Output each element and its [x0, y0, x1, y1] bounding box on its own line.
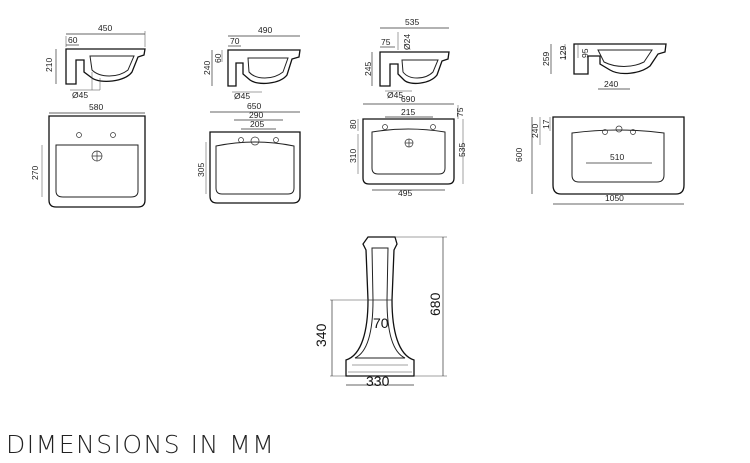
sink2-side-height: 240 [202, 61, 212, 75]
sink2-top-width: 650 [247, 101, 261, 111]
sink4-side-bowl: 95 [580, 48, 590, 58]
sink4-side-waste: 240 [604, 79, 618, 89]
sink3-side-height: 245 [363, 62, 373, 76]
sink2-top-outer-taps: 290 [249, 110, 263, 120]
sink2-side-offset: 70 [230, 36, 240, 46]
sink4-side-height: 259 [541, 52, 551, 66]
pedestal-height: 680 [427, 292, 443, 316]
sink3-top-total-depth: 535 [457, 143, 467, 157]
sink1-top-view: 580 210 270 [30, 102, 146, 208]
sink3-side-view: 535 75 Ø24 245 Ø45 [363, 17, 450, 100]
sink3-top-width: 690 [401, 94, 415, 104]
sink4-side-view: 259 129 95 240 [541, 43, 667, 90]
sink3-top-depth: 310 [348, 149, 358, 163]
sink3-top-back: 75 [455, 107, 465, 117]
sink2-top-view: 650 290 205 305 [196, 101, 301, 204]
sink3-top-bowl-width: 495 [398, 188, 412, 198]
sink3-side-offset: 75 [381, 37, 391, 47]
pedestal-view: 680 340 70 330 [313, 236, 447, 389]
sink2-side-rim: 60 [213, 53, 223, 63]
sink2-side-width: 490 [258, 25, 272, 35]
sink1-top-width: 580 [89, 102, 103, 112]
pedestal-neck: 70 [373, 315, 389, 331]
sink4-top-width: 1050 [605, 193, 624, 203]
sink3-side-tap-hole: Ø24 [402, 34, 412, 50]
sink4-top-depth: 600 [514, 148, 524, 162]
pedestal-base: 330 [366, 373, 390, 389]
sink3-top-view: 690 215 80 75 310 535 495 [348, 94, 467, 198]
dimensions-caption: DIMENSIONS IN MM [6, 430, 276, 459]
sink3-top-taps: 215 [401, 107, 415, 117]
sink1-side-height: 210 [44, 58, 54, 72]
sink1-side-width: 450 [98, 23, 112, 33]
sink1-side-offset: 60 [68, 35, 78, 45]
sink4-top-view: 1050 600 240 17 510 [514, 116, 685, 205]
sink3-side-width: 535 [405, 17, 419, 27]
sink4-side-rim: 129 [558, 46, 568, 60]
sink2-top-depth: 305 [196, 163, 206, 177]
sink1-side-hole: Ø45 [72, 90, 88, 100]
sink2-top-inner-taps: 205 [250, 119, 264, 129]
sink3-top-rim: 80 [348, 119, 358, 129]
sink4-top-offset-b: 17 [541, 119, 551, 129]
pedestal-half-height: 340 [313, 323, 329, 347]
sink4-top-offset-a: 240 [530, 124, 540, 138]
sink2-side-view: 490 70 240 60 Ø45 [202, 25, 301, 101]
sink1-side-view: 450 60 210 Ø45 [44, 23, 146, 100]
sink3-side-hole: Ø45 [387, 90, 403, 100]
sink1-top-depth: 270 [30, 166, 40, 180]
sink4-top-bowl-width: 510 [610, 152, 624, 162]
sink2-side-hole: Ø45 [234, 91, 250, 101]
